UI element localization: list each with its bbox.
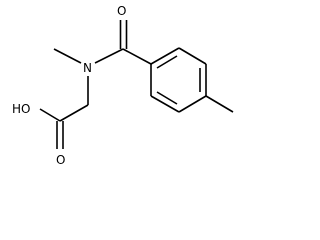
carbonyl-ring-bond bbox=[122, 48, 152, 65]
chemical-structure: O N HO O bbox=[12, 4, 234, 167]
amide-carbonyl-double-bond bbox=[119, 20, 128, 49]
n-methyl-bond bbox=[53, 48, 82, 64]
acid-oxygen-label: O bbox=[56, 153, 65, 167]
amide-nitrogen-label: N bbox=[83, 61, 92, 75]
carbonyl-oxygen-label: O bbox=[117, 4, 126, 18]
carboxyl-double-bond bbox=[56, 121, 64, 149]
benzene-ring bbox=[150, 47, 207, 113]
ch2-carboxyl-bond bbox=[59, 104, 89, 122]
para-methyl-bond bbox=[205, 95, 234, 113]
carboxyl-oh-bond bbox=[39, 108, 61, 122]
carbonyl-n-bond bbox=[94, 48, 124, 64]
hydroxyl-label: HO bbox=[12, 102, 30, 116]
